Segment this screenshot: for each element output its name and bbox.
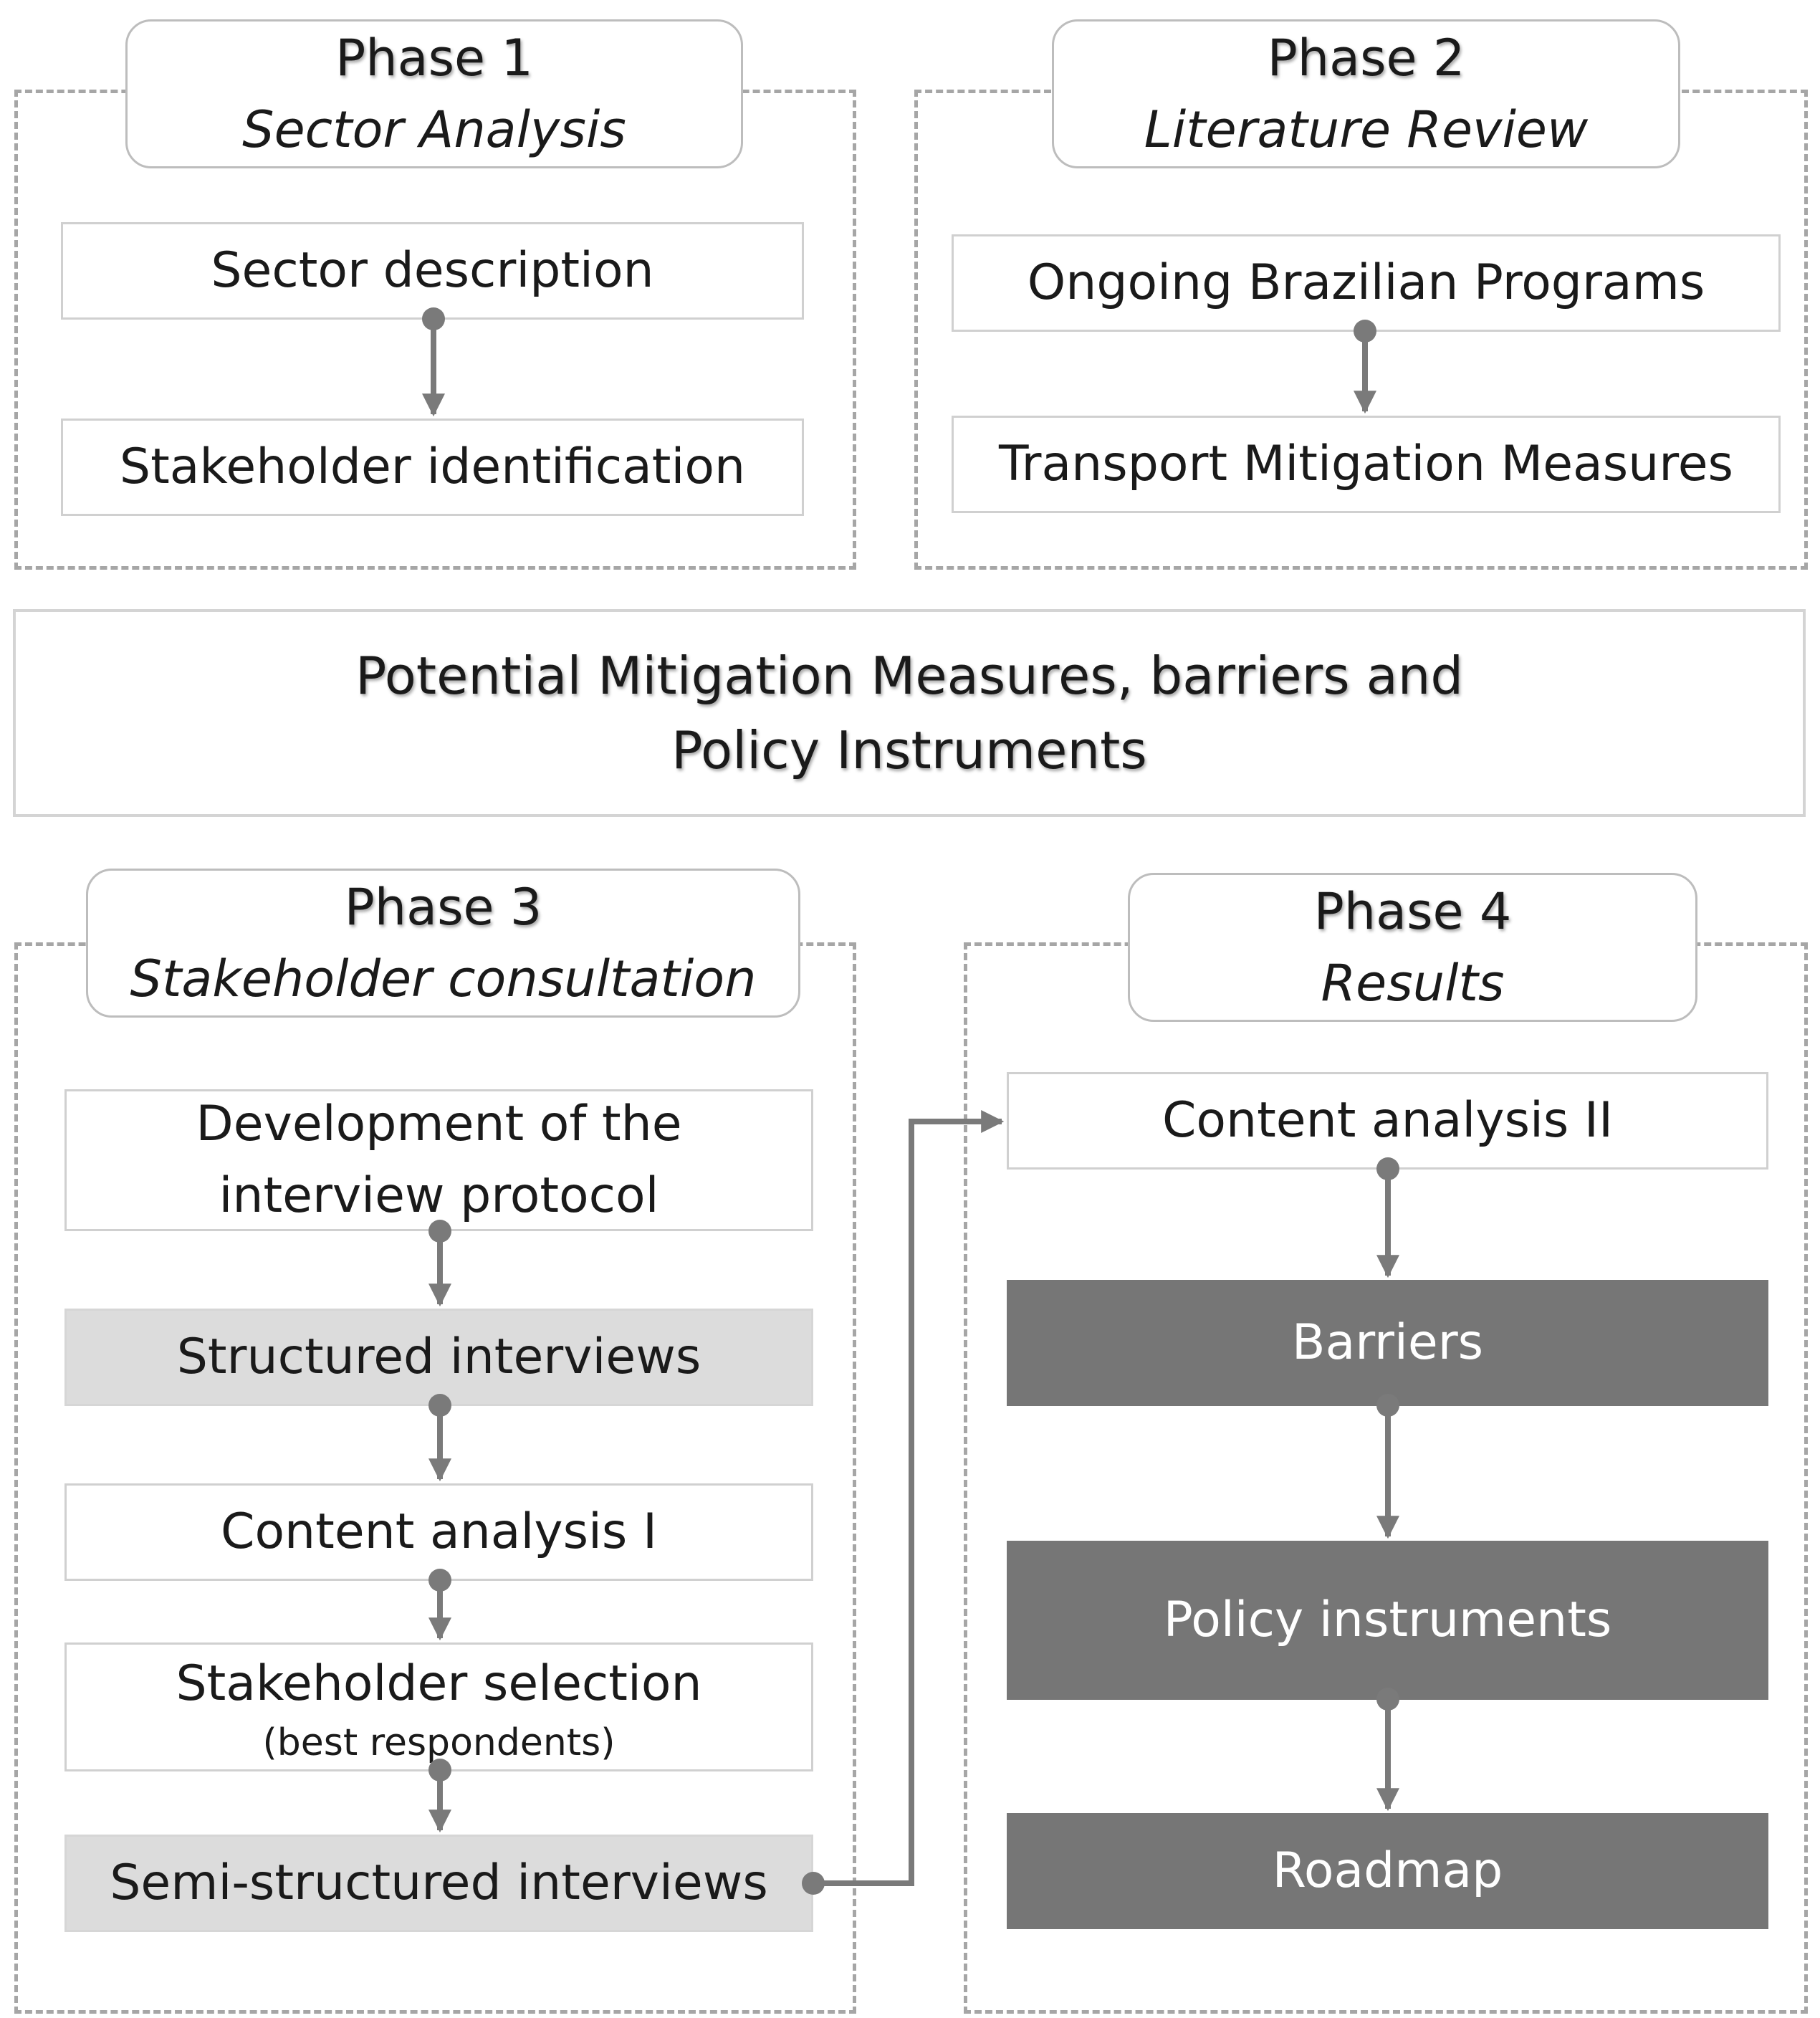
- potential-measures-line2: Policy Instruments: [671, 720, 1147, 780]
- sector-description-label: Sector description: [211, 242, 654, 299]
- barriers-box: Barriers: [1007, 1280, 1768, 1406]
- phase2-subtitle: Literature Review: [1144, 100, 1589, 159]
- content-analysis-2-box: Content analysis II: [1007, 1072, 1768, 1170]
- connector-dot: [802, 1872, 825, 1895]
- potential-measures-line1: Potential Mitigation Measures, barriers …: [355, 646, 1464, 706]
- semi-structured-interviews-label: Semi-structured interviews: [110, 1855, 768, 1911]
- connector-dot: [1354, 320, 1376, 343]
- ongoing-programs-box: Ongoing Brazilian Programs: [952, 234, 1781, 332]
- ongoing-programs-label: Ongoing Brazilian Programs: [1027, 254, 1705, 311]
- sector-description-box: Sector description: [61, 222, 804, 320]
- transport-mitigation-label: Transport Mitigation Measures: [999, 436, 1733, 492]
- phase2-title: Phase 2: [1267, 29, 1465, 87]
- phase1-header: Phase 1 Sector Analysis: [125, 19, 743, 168]
- connector-dot: [1376, 1394, 1399, 1417]
- phase4-title: Phase 4: [1313, 882, 1512, 941]
- roadmap-label: Roadmap: [1272, 1842, 1503, 1899]
- policy-instruments-label: Policy instruments: [1163, 1592, 1612, 1648]
- stakeholder-selection-note: (best respondents): [262, 1721, 616, 1764]
- connector-dot: [428, 1394, 451, 1417]
- content-analysis-2-label: Content analysis II: [1162, 1092, 1614, 1149]
- content-analysis-1-label: Content analysis I: [220, 1503, 658, 1560]
- arrow-semi-to-content2: [813, 1110, 1005, 1886]
- connector-dot: [422, 307, 445, 330]
- connector-dot: [1376, 1688, 1399, 1711]
- semi-structured-interviews-box: Semi-structured interviews: [64, 1835, 813, 1932]
- stakeholder-identification-box: Stakeholder identification: [61, 419, 804, 516]
- phase2-header: Phase 2 Literature Review: [1052, 19, 1680, 168]
- stakeholder-selection-box: Stakeholder selection (best respondents): [64, 1642, 813, 1771]
- phase3-subtitle: Stakeholder consultation: [130, 950, 757, 1008]
- phase3-header: Phase 3 Stakeholder consultation: [86, 869, 800, 1018]
- phase1-title: Phase 1: [335, 29, 533, 87]
- structured-interviews-label: Structured interviews: [176, 1329, 701, 1385]
- phase1-subtitle: Sector Analysis: [242, 100, 626, 159]
- connector-dot: [428, 1220, 451, 1243]
- interview-protocol-line1: Development of the: [196, 1096, 682, 1152]
- policy-instruments-box: Policy instruments: [1007, 1541, 1768, 1700]
- roadmap-box: Roadmap: [1007, 1813, 1768, 1929]
- connector-dot: [428, 1759, 451, 1782]
- transport-mitigation-box: Transport Mitigation Measures: [952, 416, 1781, 513]
- stakeholder-identification-label: Stakeholder identification: [119, 439, 746, 495]
- interview-protocol-box: Development of the interview protocol: [64, 1089, 813, 1231]
- connector-dot: [428, 1569, 451, 1592]
- phase3-title: Phase 3: [344, 878, 542, 937]
- phase4-subtitle: Results: [1321, 954, 1505, 1013]
- potential-measures-box: Potential Mitigation Measures, barriers …: [13, 609, 1806, 817]
- connector-dot: [1376, 1157, 1399, 1180]
- stakeholder-selection-label: Stakeholder selection: [176, 1655, 702, 1712]
- barriers-label: Barriers: [1291, 1314, 1484, 1371]
- interview-protocol-line2: interview protocol: [219, 1167, 659, 1224]
- content-analysis-1-box: Content analysis I: [64, 1483, 813, 1581]
- phase4-header: Phase 4 Results: [1128, 873, 1697, 1022]
